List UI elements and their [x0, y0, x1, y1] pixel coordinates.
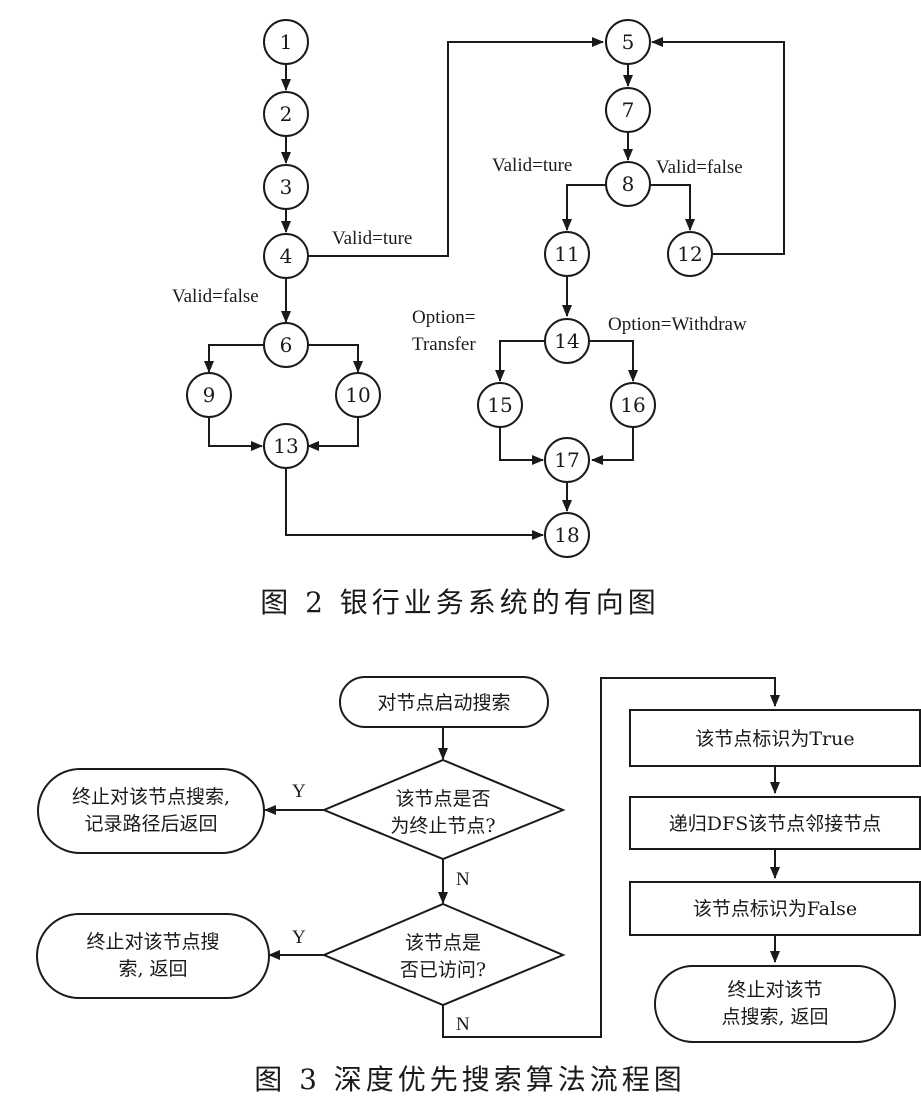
figure2-directed-graph: 1 2 3 4 5 6 7 8 9 10 11 12 13 14 15 16 1… [172, 19, 785, 619]
graph-node: 15 [477, 382, 523, 428]
yes-label-decision2: Y [292, 927, 306, 948]
graph-node-label: 9 [203, 383, 216, 407]
decision-is-visited: 该节点是 否已访问? [321, 902, 566, 1007]
visited-action-line1: 终止对该节点搜 [86, 931, 219, 953]
mark-true-label: 该节点标识为True [695, 728, 854, 750]
process-mark-false: 该节点标识为False [629, 881, 921, 936]
figure3-flowchart: 对节点启动搜索 该节点是否 为终止节点? Y N 终止对该节点搜索, 记录路径后… [36, 676, 921, 1096]
process-recurse-dfs: 递归DFS该节点邻接节点 [629, 796, 921, 850]
graph-node: 9 [186, 372, 232, 418]
visited-action-line2: 索, 返回 [118, 958, 187, 980]
terminal-action-line2: 记录路径后返回 [84, 813, 217, 835]
decision-terminal-line2: 为终止节点? [390, 815, 495, 837]
graph-node-label: 14 [554, 329, 579, 353]
start-label: 对节点启动搜索 [377, 692, 510, 714]
decision-terminal-line1: 该节点是否 [395, 788, 490, 810]
graph-node: 5 [605, 19, 651, 65]
no-label-decision2: N [456, 1014, 470, 1035]
graph-node-label: 16 [620, 393, 645, 417]
edge-label-valid-false-8: Valid=false [656, 157, 743, 178]
graph-node: 16 [610, 382, 656, 428]
edge-12-5 [651, 37, 785, 255]
edge-8-12 [650, 184, 695, 231]
edge-label-valid-true-8: Valid=ture [492, 155, 572, 176]
graph-node-label: 17 [554, 448, 579, 472]
figure2-edges [204, 37, 785, 540]
terminal-node-action: 终止对该节点搜索, 记录路径后返回 [37, 768, 265, 854]
graph-node: 7 [605, 87, 651, 133]
edge-label-option-transfer-line2: Transfer [412, 334, 476, 355]
graph-node: 11 [544, 231, 590, 277]
graph-node-label: 18 [554, 523, 579, 547]
edge-9-13 [208, 417, 263, 451]
graph-node: 1 [263, 19, 309, 65]
end-line2: 点搜索, 返回 [721, 1006, 828, 1028]
decision-visited-line1: 该节点是 [405, 932, 481, 954]
graph-node: 12 [667, 231, 713, 277]
graph-node-label: 5 [622, 30, 635, 54]
figure2-edge-labels: Valid=ture Valid=false Valid=ture Valid=… [172, 155, 747, 355]
figure3-connectors [264, 677, 780, 1038]
graph-node: 2 [263, 91, 309, 137]
end-line1: 终止对该节 [727, 979, 822, 1001]
process-mark-true: 该节点标识为True [629, 709, 921, 767]
graph-node-label: 10 [345, 383, 370, 407]
graph-node: 10 [335, 372, 381, 418]
no-label-decision1: N [456, 869, 470, 890]
figure2-nodes: 1 2 3 4 5 6 7 8 9 10 11 12 13 14 15 16 1… [186, 19, 713, 558]
visited-node-action: 终止对该节点搜 索, 返回 [36, 913, 270, 999]
graph-node-label: 12 [677, 242, 702, 266]
edge-15-17 [499, 427, 544, 465]
graph-node: 14 [544, 318, 590, 364]
graph-node-label: 3 [280, 175, 293, 199]
graph-node-label: 2 [280, 102, 293, 126]
graph-node-label: 7 [622, 98, 635, 122]
edge-6-9 [204, 344, 264, 373]
decision-visited-line2: 否已访问? [400, 959, 486, 981]
end-terminator: 终止对该节 点搜索, 返回 [654, 965, 896, 1043]
graph-node-label: 6 [280, 333, 293, 357]
edge-16-17 [591, 427, 634, 465]
edge-4-5 [308, 37, 604, 257]
edge-8-11 [562, 184, 606, 231]
decision-is-terminal-node: 该节点是否 为终止节点? [321, 758, 566, 861]
edge-label-valid-false-4: Valid=false [172, 286, 259, 307]
start-terminator: 对节点启动搜索 [339, 676, 549, 728]
graph-node: 13 [263, 423, 309, 469]
graph-node: 4 [263, 233, 309, 279]
edge-label-option-withdraw: Option=Withdraw [608, 314, 747, 335]
graph-node-label: 15 [487, 393, 512, 417]
edge-label-valid-true-4: Valid=ture [332, 228, 412, 249]
yes-label-decision1: Y [292, 781, 306, 802]
graph-node: 17 [544, 437, 590, 483]
figure3-caption: 图 3 深度优先搜索算法流程图 [254, 1063, 686, 1096]
graph-node: 3 [263, 164, 309, 210]
figure2-caption: 图 2 银行业务系统的有向图 [260, 586, 660, 619]
edge-14-16 [589, 340, 638, 382]
graph-node-label: 8 [622, 172, 635, 196]
graph-node: 8 [605, 161, 651, 207]
graph-node-label: 13 [273, 434, 298, 458]
edge-10-13 [307, 417, 359, 451]
graph-node-label: 1 [280, 30, 293, 54]
edge-13-18 [285, 468, 544, 540]
graph-node-label: 4 [280, 244, 293, 268]
edge-6-10 [308, 344, 363, 373]
edge-label-option-transfer-line1: Option= [412, 307, 476, 328]
graph-node-label: 11 [554, 242, 579, 266]
graph-node: 18 [544, 512, 590, 558]
edge-14-15 [495, 340, 545, 382]
graph-node: 6 [263, 322, 309, 368]
mark-false-label: 该节点标识为False [693, 898, 857, 920]
connector-decision2-no [442, 677, 780, 1038]
terminal-action-line1: 终止对该节点搜索, [72, 786, 230, 808]
recurse-label: 递归DFS该节点邻接节点 [669, 813, 881, 835]
